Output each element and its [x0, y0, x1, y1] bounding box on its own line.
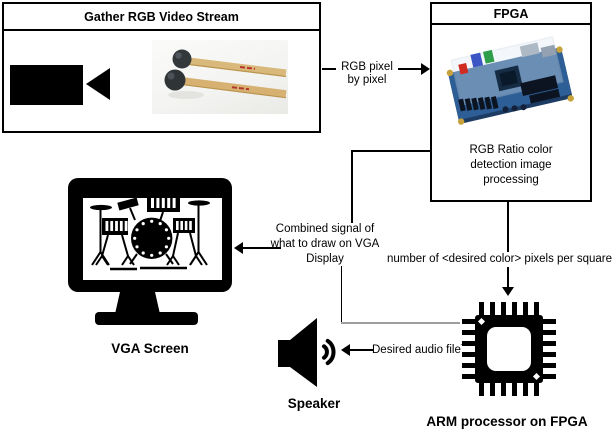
mallets-illustration	[164, 49, 287, 99]
combined-connector-v	[340, 266, 342, 323]
vga-arrowhead-icon	[234, 242, 243, 254]
video-camera-icon	[10, 65, 110, 105]
fpga-left-connector-v	[351, 150, 353, 224]
speaker-icon	[278, 318, 336, 387]
arm-arrowhead-icon	[502, 287, 514, 296]
speaker-arrowhead-icon	[341, 344, 350, 356]
arm-processor-label: ARM processor on FPGA	[426, 414, 588, 429]
fpga-board-illustration	[446, 35, 574, 125]
desired-audio-label: Desired audio file¯	[372, 344, 468, 356]
fpga-left-connector-h	[351, 150, 430, 152]
fpga-caption: RGB Ratio color detection image processi…	[469, 144, 553, 186]
mallets-photo	[152, 40, 288, 114]
speaker-label: Speaker	[287, 396, 341, 411]
audio-arrow-line	[348, 349, 374, 351]
arm-chip-icon	[462, 302, 556, 396]
rgb-pixel-arrowhead-icon	[421, 63, 430, 75]
rgb-pixel-label: RGB pixel by pixel	[336, 61, 398, 87]
gather-video-box-title: Gather RGB Video Stream	[4, 4, 319, 31]
vga-arrow-line	[241, 247, 281, 249]
fpga-board-photo	[441, 30, 575, 128]
arm-combined-connector-h	[340, 322, 460, 324]
vga-screen-label: VGA Screen	[111, 341, 189, 356]
vga-monitor-drumkit-icon	[68, 178, 232, 325]
pixels-per-square-label: number of <desired color> pixels per squ…	[384, 252, 614, 267]
fpga-down-line	[507, 202, 509, 288]
fpga-box-title: FPGA	[432, 4, 590, 25]
combined-signal-label: Combined signal of what to draw on VGA D…	[270, 223, 380, 265]
